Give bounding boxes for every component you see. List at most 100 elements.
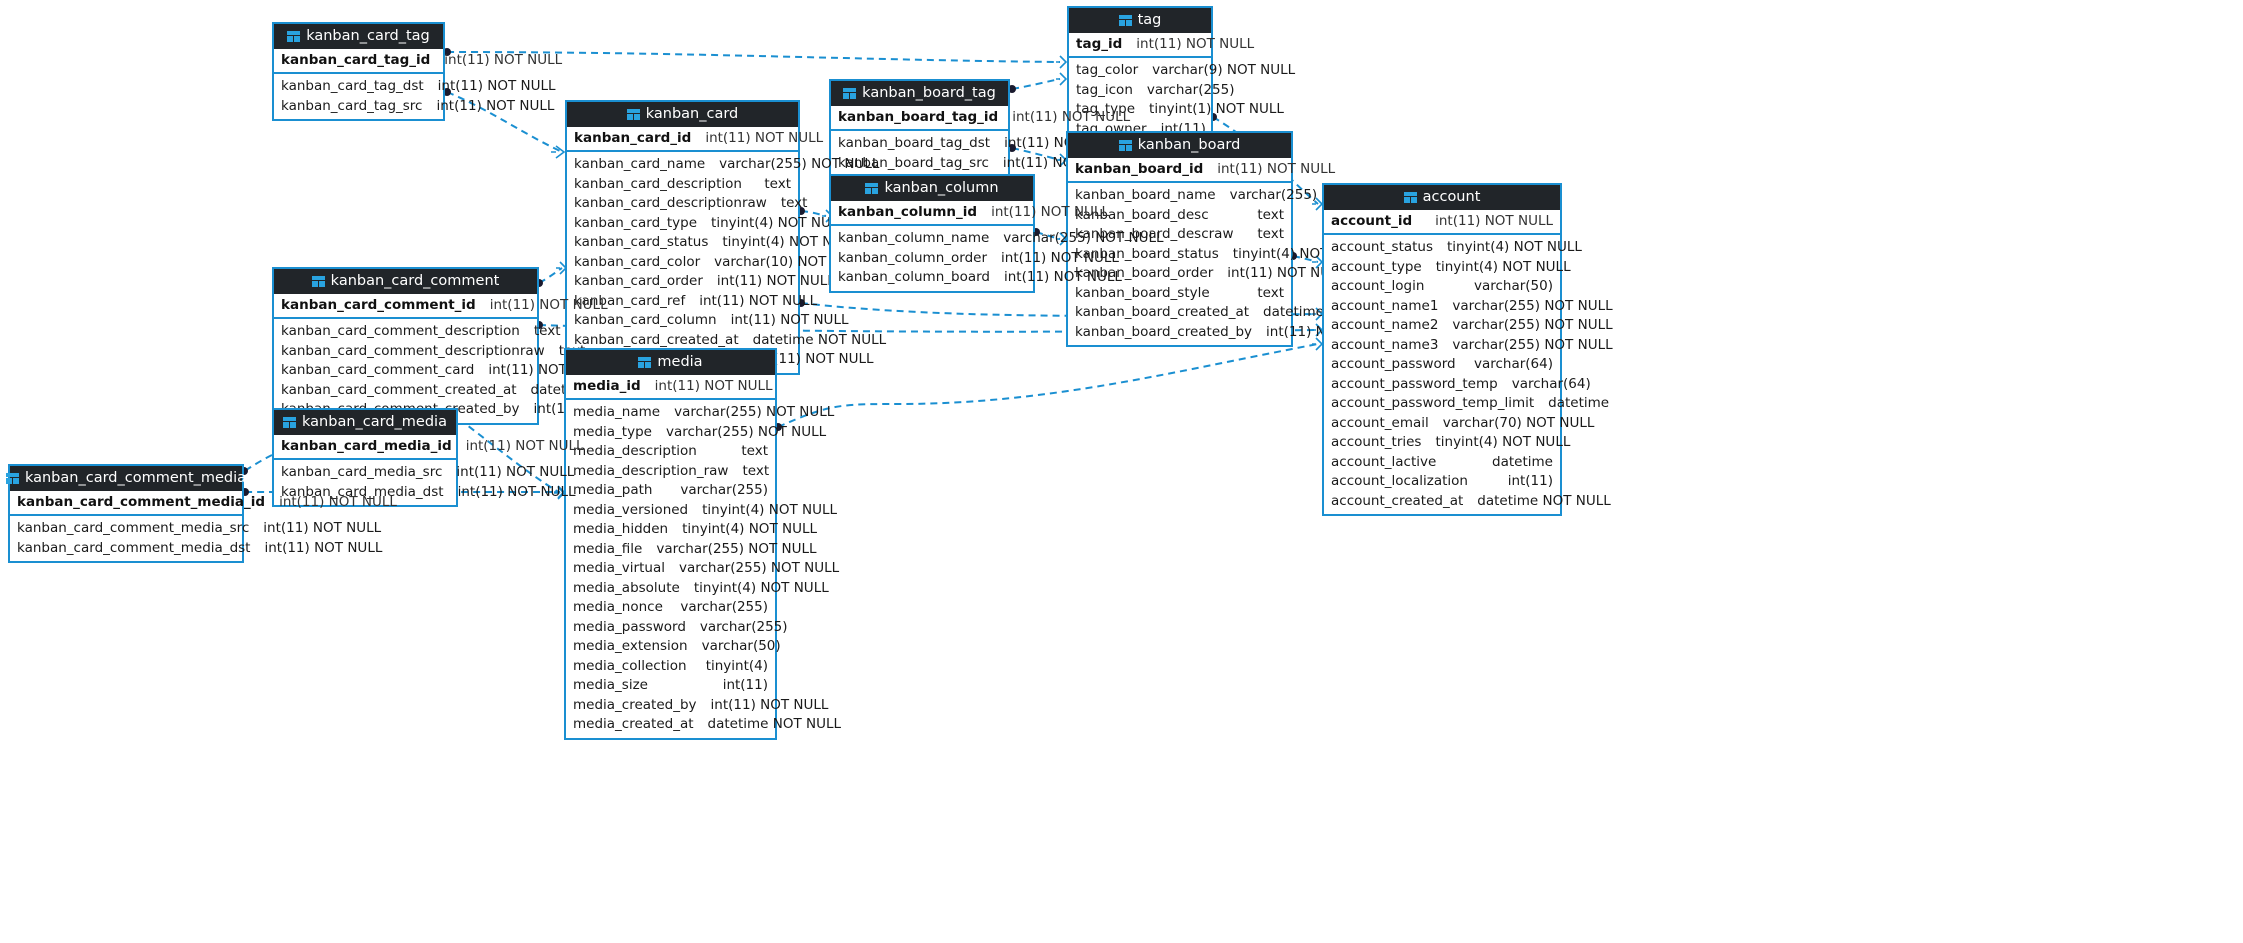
field-list: kanban_card_name varchar(255) NOT NULL ka…: [567, 152, 886, 373]
field-type: int(11) NOT NULL: [263, 520, 382, 536]
entity-kanban-card-comment[interactable]: kanban_card_comment kanban_card_comment_…: [272, 267, 664, 425]
field-name: kanban_board_created_by: [1075, 323, 1253, 340]
entity-name: kanban_column: [884, 180, 999, 196]
primary-key-row: kanban_card_tag_id int(11) NOT NULL: [274, 49, 562, 74]
field-type: varchar(255) NOT NULL: [719, 156, 880, 172]
field-type: int(11) NOT NULL: [1435, 213, 1553, 229]
relation-line: [458, 418, 561, 494]
entity-account[interactable]: account account_id int(11) NOT NULL acco…: [1322, 183, 1613, 516]
field-name: kanban_card_created_at: [574, 331, 739, 348]
field-row: tag_icon varchar(255): [1069, 81, 1235, 101]
field-type: int(11) NOT NULL: [279, 494, 397, 510]
field-type: int(11): [722, 677, 768, 693]
primary-key-row: account_id int(11) NOT NULL: [1324, 210, 1560, 235]
field-row: tag_type tinyint(1) NOT NULL: [1069, 100, 1284, 120]
field-name: kanban_card_color: [574, 253, 701, 270]
field-type: text: [1257, 226, 1284, 242]
field-type: varchar(255) NOT NULL: [1003, 230, 1164, 246]
entity-title: tag: [1069, 8, 1211, 33]
entity-media[interactable]: media media_id int(11) NOT NULL media_na…: [564, 348, 841, 740]
primary-key-row: kanban_board_tag_id int(11) NOT NULL: [831, 106, 1130, 131]
field-name: kanban_card_description: [574, 175, 742, 192]
entity-kanban-card-tag[interactable]: kanban_card_tag kanban_card_tag_id int(1…: [272, 22, 562, 121]
field-type: int(11) NOT NULL: [654, 378, 773, 394]
field-type: varchar(9) NOT NULL: [1152, 62, 1296, 78]
field-type: datetime NOT NULL: [1477, 492, 1611, 509]
field-name: kanban_card_comment_created_at: [281, 381, 517, 398]
field-name: tag_id: [1076, 36, 1123, 52]
field-name: media_description: [573, 443, 697, 459]
table-icon: [5, 472, 19, 484]
entity-kanban-column[interactable]: kanban_column kanban_column_id int(11) N…: [829, 174, 1164, 293]
field-name: media_hidden: [573, 521, 669, 537]
field-type: int(11) NOT NULL: [755, 351, 874, 367]
table-icon: [638, 356, 652, 368]
field-type: varchar(255) NOT NULL: [665, 423, 827, 440]
field-name: kanban_card_id: [574, 130, 692, 146]
field-name: media_nonce: [573, 599, 663, 615]
entity-kanban-board-tag[interactable]: kanban_board_tag kanban_board_tag_id int…: [829, 79, 1130, 178]
field-name: kanban_card_comment_media_dst: [17, 539, 251, 556]
primary-key-row: kanban_column_id int(11) NOT NULL: [831, 201, 1109, 226]
entity-kanban-card-media[interactable]: kanban_card_media kanban_card_media_id i…: [272, 408, 584, 507]
field-name: kanban_card_tag_dst: [281, 78, 424, 94]
entity-title: media: [566, 350, 775, 375]
entity-kanban-board[interactable]: kanban_board kanban_board_id int(11) NOT…: [1066, 131, 1397, 347]
field-row: kanban_board_tag_dst int(11) NOT NULL: [831, 134, 1122, 154]
field-type: varchar(10) NOT NULL: [714, 253, 866, 270]
field-type: int(11) NOT NULL: [457, 483, 576, 500]
field-type: text: [764, 175, 791, 192]
field-name: kanban_board_style: [1075, 284, 1210, 301]
field-name: kanban_board_tag_src: [838, 154, 989, 171]
field-name: kanban_card_media_dst: [281, 483, 444, 500]
field-name: media_created_by: [573, 696, 697, 713]
table-icon: [1403, 191, 1417, 203]
entity-kanban-card-comment-media[interactable]: kanban_card_comment_media kanban_card_co…: [5, 464, 397, 563]
field-name: account_created_at: [1331, 492, 1464, 509]
field-type: int(11) NOT NULL: [436, 97, 555, 114]
entity-kanban-card[interactable]: kanban_card kanban_card_id int(11) NOT N…: [565, 100, 886, 375]
field-name: kanban_card_column: [574, 312, 717, 328]
primary-key-row: kanban_board_id int(11) NOT NULL: [1068, 158, 1335, 183]
field-name: kanban_card_name: [574, 156, 706, 172]
field-name: kanban_column_board: [838, 269, 990, 285]
entity-title: kanban_card_comment: [274, 269, 537, 294]
field-name: kanban_card_descriptionraw: [574, 195, 767, 211]
primary-key-row: kanban_card_comment_media_id int(11) NOT…: [10, 491, 397, 516]
primary-key-row: media_id int(11) NOT NULL: [566, 375, 775, 400]
field-type: text: [1257, 284, 1284, 301]
field-name: account_status: [1331, 239, 1434, 255]
field-name: media_id: [573, 378, 641, 394]
field-type: int(11) NOT NULL: [730, 312, 849, 328]
field-type: varchar(255): [699, 618, 788, 635]
field-type: int(11) NOT NULL: [705, 130, 824, 146]
primary-key-row: kanban_card_media_id int(11) NOT NULL: [274, 435, 584, 460]
entity-title: kanban_board_tag: [831, 81, 1008, 106]
field-name: kanban_card_media_id: [281, 438, 452, 454]
